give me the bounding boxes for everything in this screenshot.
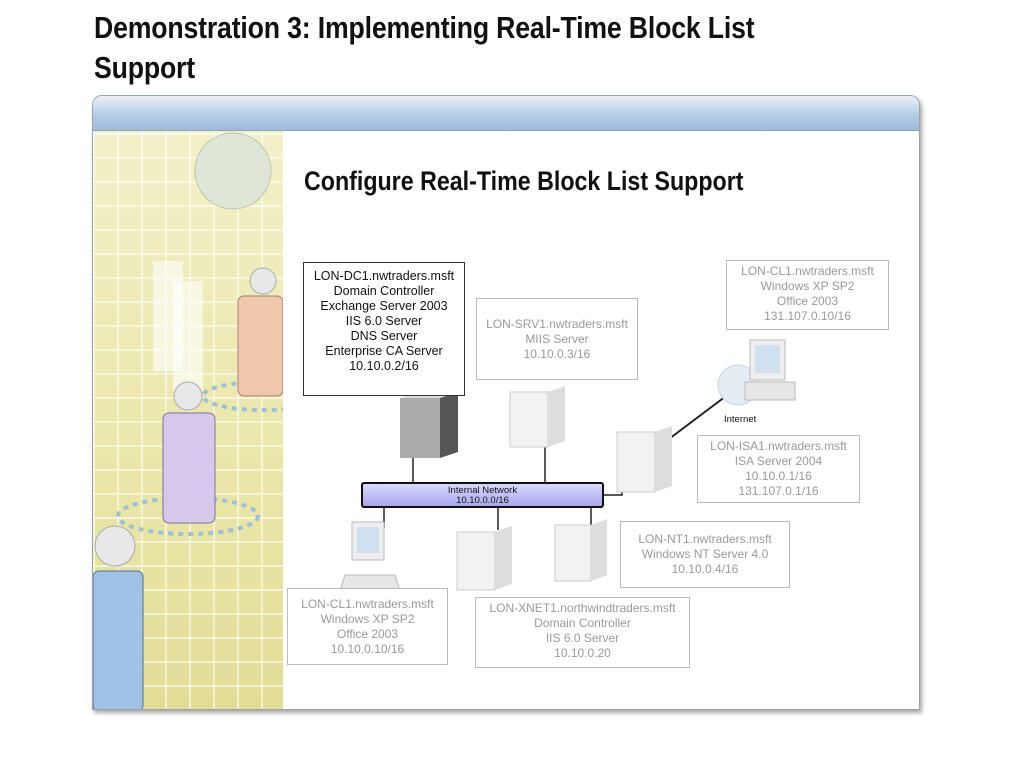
- node-ip: 10.10.0.4/16: [671, 562, 739, 576]
- node-role: Windows XP SP2: [320, 612, 415, 626]
- node-role: Domain Controller: [333, 284, 435, 298]
- node-hostname: LON-ISA1.nwtraders.msft: [710, 439, 847, 453]
- node-role: Windows NT Server 4.0: [641, 547, 769, 561]
- node-ip: 131.107.0.1/16: [738, 484, 819, 498]
- node-role: MIIS Server: [525, 332, 589, 346]
- network-subnet: 10.10.0.0/16: [456, 495, 509, 506]
- node-ip: 10.10.0.10/16: [330, 642, 405, 656]
- node-hostname: LON-CL1.nwtraders.msft: [301, 597, 434, 611]
- node-ip: 10.10.0.3/16: [523, 347, 591, 361]
- node-role: Office 2003: [336, 627, 399, 641]
- decorative-side-panel: [93, 131, 283, 709]
- network-name: Internal Network: [447, 485, 518, 496]
- server-isa1-icon: [616, 426, 672, 493]
- server-dc1-icon: [400, 392, 458, 458]
- node-hostname: LON-XNET1.northwindtraders.msft: [489, 601, 676, 615]
- node-role: Exchange Server 2003: [320, 299, 448, 313]
- header-bar: [93, 96, 919, 131]
- slide-subtitle: Configure Real-Time Block List Support: [304, 166, 744, 196]
- node-hostname: LON-DC1.nwtraders.msft: [313, 269, 455, 283]
- node-role: Windows XP SP2: [760, 279, 855, 293]
- node-role: IIS 6.0 Server: [345, 314, 423, 328]
- slide-title: Demonstration 3: Implementing Real-Time …: [94, 10, 755, 85]
- node-role: DNS Server: [350, 329, 418, 343]
- node-role: Office 2003: [776, 294, 839, 308]
- internet-label: Internet: [724, 414, 757, 425]
- node-ip: 10.10.0.20: [554, 646, 611, 660]
- node-hostname: LON-NT1.nwtraders.msft: [638, 532, 772, 546]
- node-role: ISA Server 2004: [734, 454, 823, 468]
- workstation-internal-icon: [339, 521, 401, 591]
- node-ip: 131.107.0.10/16: [764, 309, 851, 323]
- node-role: Domain Controller: [534, 616, 631, 630]
- node-hostname: LON-SRV1.nwtraders.msft: [486, 317, 628, 331]
- node-ip: 10.10.0.2/16: [349, 359, 419, 373]
- slide-frame: [92, 95, 920, 710]
- server-srv1-icon: [509, 386, 565, 448]
- internal-network-bus: Internal Network 10.10.0.0/16: [361, 482, 604, 508]
- server-nt1-icon: [554, 519, 607, 582]
- node-role: Enterprise CA Server: [325, 344, 443, 358]
- workstation-external-icon: [717, 339, 796, 406]
- node-role: IIS 6.0 Server: [545, 631, 620, 645]
- people-illustration: [93, 132, 283, 709]
- node-hostname: LON-CL1.nwtraders.msft: [741, 264, 874, 278]
- server-xnet1-icon: [456, 526, 512, 591]
- node-ip: 10.10.0.1/16: [745, 469, 812, 483]
